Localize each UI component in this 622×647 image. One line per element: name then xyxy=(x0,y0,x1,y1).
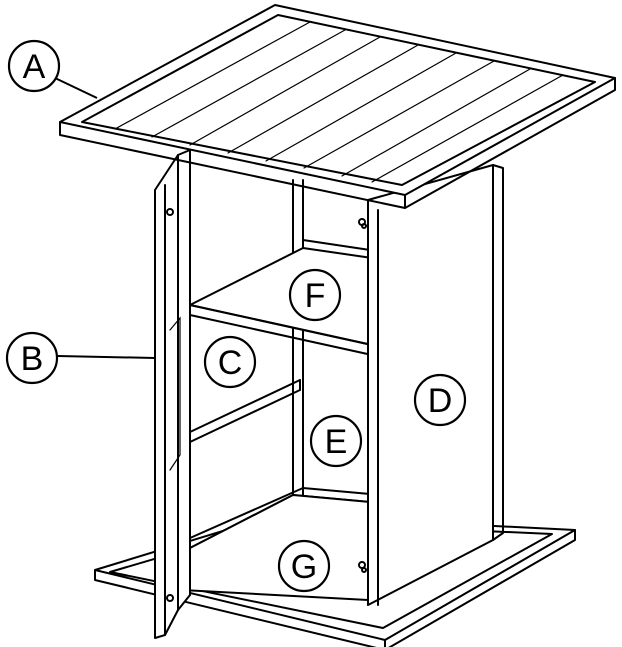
inner-rail xyxy=(189,344,304,496)
middle-shelf xyxy=(189,247,373,356)
bottom-panel xyxy=(181,494,371,601)
callout-f-label: F xyxy=(305,277,326,315)
callout-b-label: B xyxy=(21,340,44,378)
callout-e-label: E xyxy=(325,423,348,461)
top-panel xyxy=(59,4,616,209)
callout-c-label: C xyxy=(218,344,243,382)
leader-b xyxy=(57,355,156,359)
callout-e: E xyxy=(309,414,363,468)
callout-a: A xyxy=(7,39,61,93)
callout-d: D xyxy=(413,373,467,427)
door-panel xyxy=(154,149,191,639)
callout-b: B xyxy=(5,331,59,385)
callout-g-label: G xyxy=(291,548,317,586)
leader-a xyxy=(54,77,98,99)
callout-f: F xyxy=(288,268,342,322)
callout-d-label: D xyxy=(428,382,453,420)
callout-g: G xyxy=(277,539,331,593)
callout-c: C xyxy=(203,335,257,389)
callout-a-label: A xyxy=(23,48,46,86)
